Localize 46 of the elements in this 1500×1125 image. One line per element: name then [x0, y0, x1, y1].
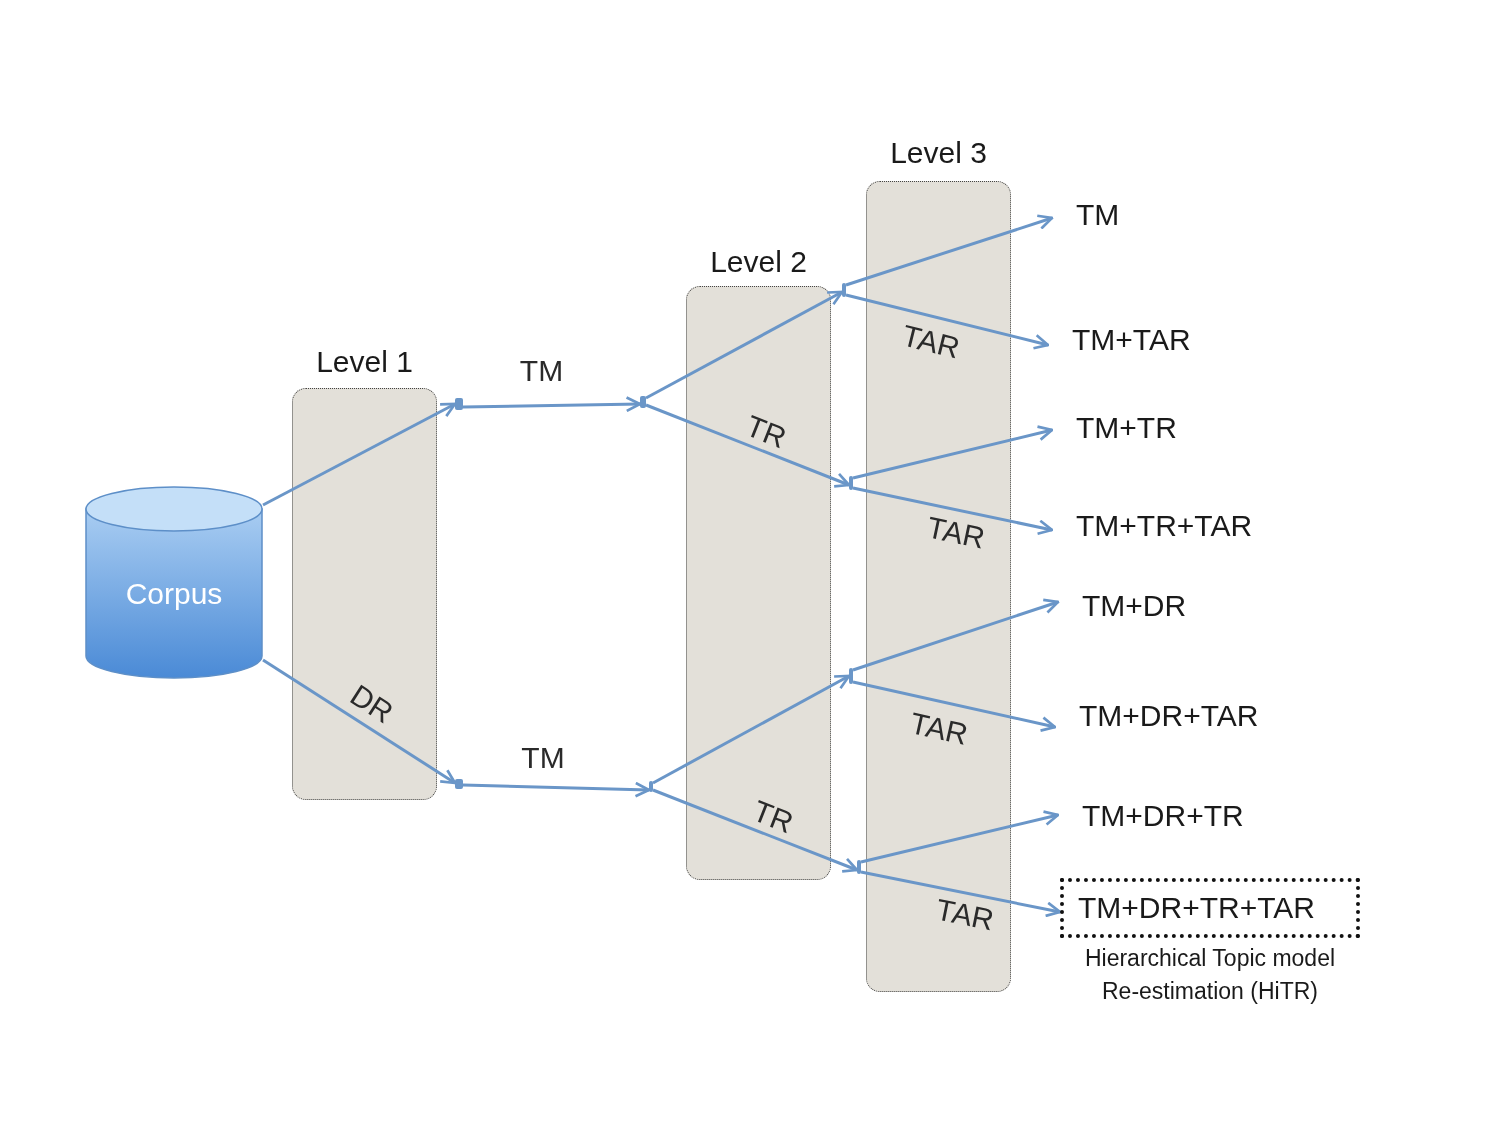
arrow — [652, 674, 851, 785]
arrow — [852, 598, 1060, 672]
edge-label: TR — [748, 793, 798, 841]
result-label: TM+DR+TAR — [1055, 696, 1259, 736]
result-label: TM+DR — [1058, 586, 1187, 626]
result-label: TM+TR — [1052, 408, 1177, 448]
junction-point — [640, 396, 646, 408]
junction-point — [857, 860, 861, 874]
node-label: Corpus — [124, 575, 224, 612]
junction-point — [649, 781, 653, 792]
edge-label: DR — [344, 677, 400, 730]
arrow — [645, 403, 851, 488]
arrow — [860, 810, 1060, 864]
arrow — [852, 425, 1054, 480]
edge-label: TAR — [932, 892, 997, 938]
edge-label: TM — [519, 353, 564, 388]
arrow — [852, 486, 1054, 536]
edge-label: TR — [740, 408, 791, 456]
result-label: TM — [1052, 195, 1120, 235]
arrow — [462, 396, 642, 413]
arrow — [645, 290, 844, 400]
result-label: TM+TAR — [1048, 320, 1191, 360]
result-box: TM+DR+TR+TAR — [1060, 878, 1360, 938]
edge-label: TAR — [907, 705, 971, 752]
node-label: Hierarchical Topic model Re-estimation (HiTR) — [1083, 944, 1337, 1006]
arrow — [262, 658, 457, 785]
arrow — [845, 214, 1054, 287]
edge-label: TAR — [898, 318, 964, 366]
junction-point — [849, 476, 853, 490]
arrow — [262, 402, 457, 507]
arrow — [845, 293, 1050, 350]
junction-point — [849, 668, 853, 684]
arrow — [860, 870, 1062, 918]
junction-point — [842, 283, 846, 297]
level-heading: Level 3 — [889, 135, 988, 171]
level-heading: Level 2 — [709, 244, 808, 280]
arrow — [852, 680, 1057, 732]
result-label: TM+DR+TR — [1058, 796, 1244, 836]
junction-point — [455, 398, 463, 410]
edge-label: TM — [521, 740, 565, 775]
edge-label: TAR — [923, 510, 988, 556]
arrow — [462, 781, 651, 798]
arrow — [652, 788, 859, 873]
result-label: TM+TR+TAR — [1052, 506, 1253, 546]
junction-point — [455, 779, 463, 789]
level-heading: Level 1 — [315, 344, 414, 380]
